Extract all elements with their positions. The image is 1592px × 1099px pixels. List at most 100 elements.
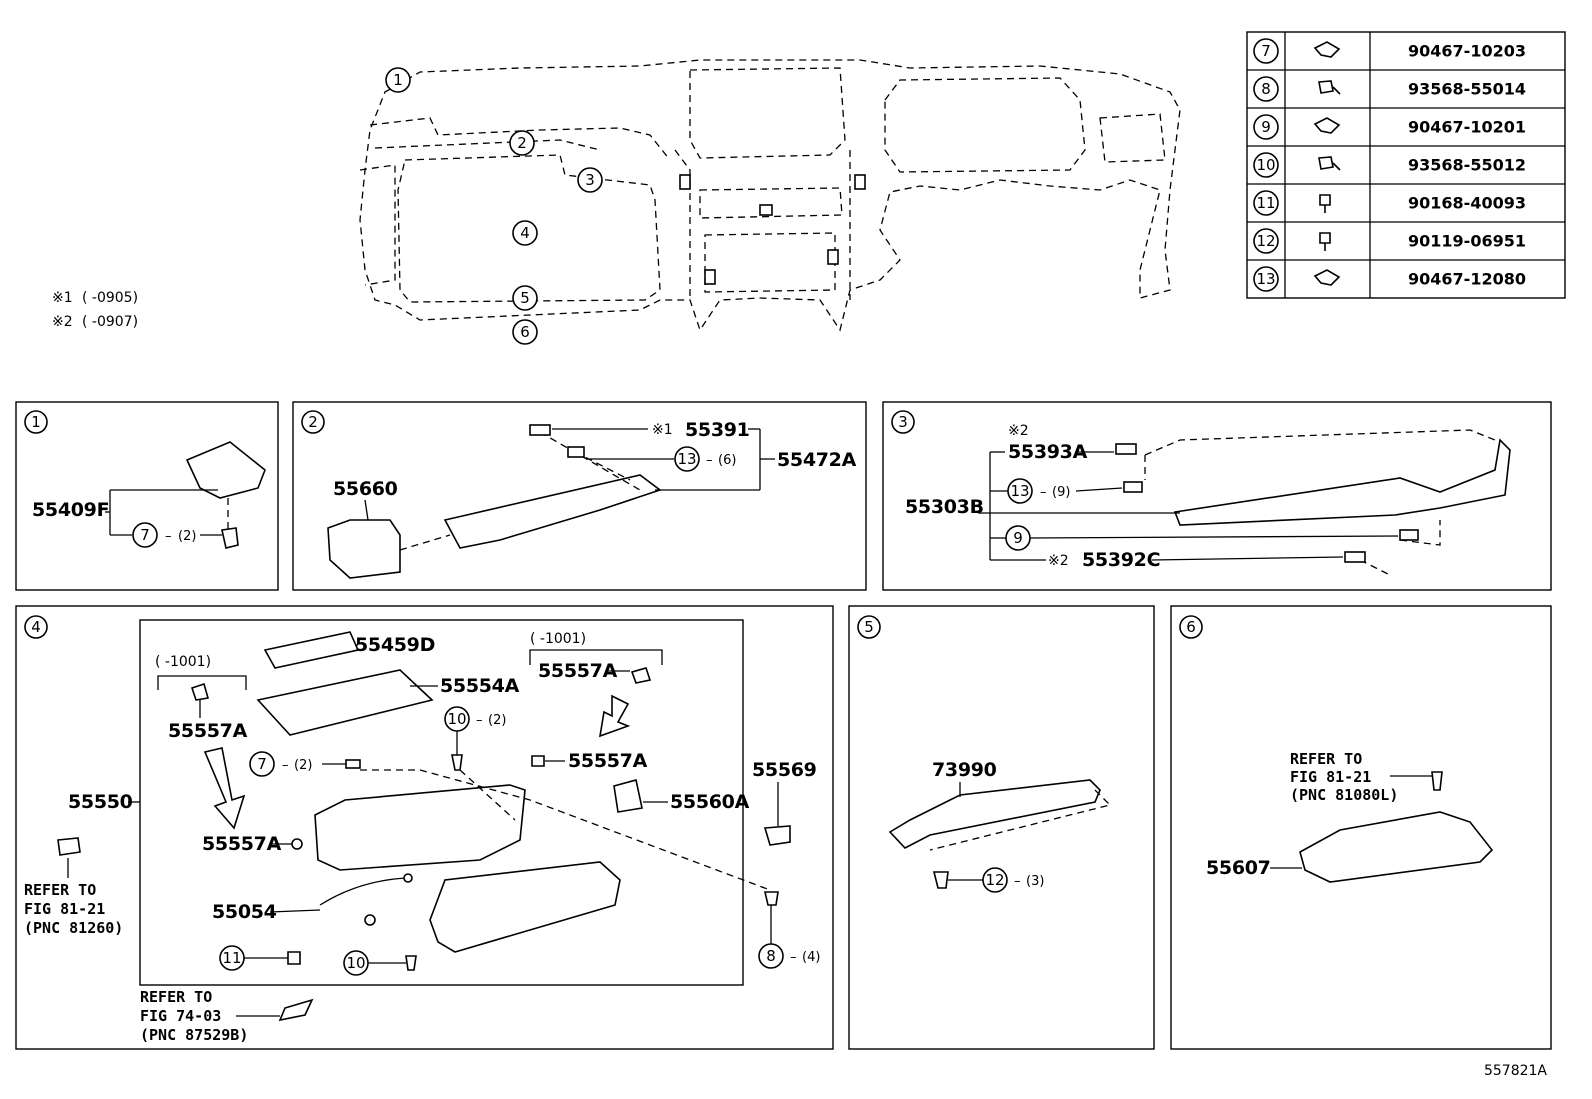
part-55607-label[interactable]: 55607 xyxy=(1206,857,1271,879)
callout-11[interactable]: 11 xyxy=(219,945,245,971)
svg-text:4: 4 xyxy=(520,224,530,242)
air-vent-illustration xyxy=(327,519,401,579)
switch-illustration xyxy=(613,779,643,813)
overview-callout-6[interactable]: 6 xyxy=(512,319,538,345)
panel-2: 2 55660 ※1 55391 13 – (6) 55472A xyxy=(292,401,867,591)
glove-box-housing-illustration xyxy=(314,784,526,871)
panel-3: 3 ※2 55393A 55303B 13 – (9) 9 ※2 553 xyxy=(882,401,1552,591)
part-55557a-label-2[interactable]: 55557A xyxy=(538,660,618,682)
hardware-table xyxy=(1246,31,1566,299)
part-55303b-label[interactable]: 55303B xyxy=(905,496,984,518)
callout-13-panel3[interactable]: 13 xyxy=(1007,478,1033,504)
svg-text:13: 13 xyxy=(1010,482,1029,500)
ref-number: 12 xyxy=(1256,232,1275,250)
svg-text:2: 2 xyxy=(517,134,527,152)
svg-text:(2): (2) xyxy=(178,529,196,544)
ref-callout xyxy=(1253,152,1279,178)
arrow-down-icon xyxy=(203,747,246,830)
overview-callout-1[interactable]: 1 xyxy=(385,67,411,93)
part-55660-label[interactable]: 55660 xyxy=(333,478,398,500)
part-55554a-label[interactable]: 55554A xyxy=(440,675,520,697)
svg-text:1: 1 xyxy=(393,71,403,89)
glove-box-cover-illustration xyxy=(185,441,266,499)
part-55054-label[interactable]: 55054 xyxy=(212,901,277,923)
damper-illustration xyxy=(319,877,409,906)
svg-text:REFER TO: REFER TO xyxy=(24,881,96,899)
svg-text:8: 8 xyxy=(766,947,776,965)
overview-callout-4[interactable]: 4 xyxy=(512,220,538,246)
part-number: 90467-12080 xyxy=(1408,270,1526,289)
svg-text:6: 6 xyxy=(520,323,530,341)
callout-12[interactable]: 12 xyxy=(982,867,1008,893)
hardware-row[interactable]: 9 90467-10201 xyxy=(1253,114,1526,140)
svg-text:10: 10 xyxy=(447,710,466,728)
svg-text:(9): (9) xyxy=(1052,485,1070,500)
ref-number: 7 xyxy=(1261,42,1271,60)
dashboard-overview-illustration xyxy=(359,59,1181,332)
callout-10-bottom[interactable]: 10 xyxy=(343,950,369,976)
part-number: 90467-10201 xyxy=(1408,118,1526,137)
clip-nut-icon xyxy=(1313,41,1341,58)
svg-text:7: 7 xyxy=(140,526,150,544)
svg-text:13: 13 xyxy=(677,450,696,468)
part-55393a-label[interactable]: 55393A xyxy=(1008,441,1088,463)
callout-10-top[interactable]: 10 xyxy=(444,706,470,732)
svg-text:–: – xyxy=(282,758,289,773)
note-1: ※1 ( -0905) xyxy=(52,290,138,306)
part-55569-label[interactable]: 55569 xyxy=(752,759,817,781)
callout-13-panel2[interactable]: 13 xyxy=(674,446,700,472)
overview-callout-5[interactable]: 5 xyxy=(512,285,538,311)
part-55391-label[interactable]: 55391 xyxy=(685,419,750,441)
callout-7-panel1[interactable]: 7 xyxy=(132,522,158,548)
svg-text:7: 7 xyxy=(257,755,267,773)
svg-text:※2: ※2 xyxy=(1008,423,1029,439)
panel-5: 5 73990 12 – (3) xyxy=(848,605,1155,1050)
svg-text:(PNC 81260): (PNC 81260) xyxy=(24,919,123,937)
svg-text:–: – xyxy=(790,950,797,965)
svg-text:REFER TO: REFER TO xyxy=(1290,750,1362,768)
ref-number: 8 xyxy=(1261,80,1271,98)
part-55472a-label[interactable]: 55472A xyxy=(777,449,857,471)
part-55557a-label-3[interactable]: 55557A xyxy=(568,750,648,772)
callout-8[interactable]: 8 xyxy=(758,943,784,969)
callout-9-panel3[interactable]: 9 xyxy=(1005,525,1031,551)
part-55550-label[interactable]: 55550 xyxy=(68,791,133,813)
panel-1: 1 55409F 7 – (2) xyxy=(15,401,279,591)
overview-callout-3[interactable]: 3 xyxy=(577,167,603,193)
ref-number: 9 xyxy=(1261,118,1271,136)
svg-text:(6): (6) xyxy=(718,453,736,468)
svg-text:–: – xyxy=(1014,874,1021,889)
svg-text:3: 3 xyxy=(898,413,908,431)
svg-text:FIG 81-21: FIG 81-21 xyxy=(1290,768,1371,786)
svg-text:–: – xyxy=(706,453,713,468)
overview-callout-2[interactable]: 2 xyxy=(509,130,535,156)
callout-7-panel4[interactable]: 7 xyxy=(249,751,275,777)
finish-panel-illustration xyxy=(1173,438,1511,526)
part-55392c-label[interactable]: 55392C xyxy=(1082,549,1161,571)
part-55557a-label-1[interactable]: 55557A xyxy=(168,720,248,742)
svg-text:–: – xyxy=(476,713,483,728)
bolt-icon xyxy=(1319,194,1331,213)
svg-text:(PNC 87529B): (PNC 87529B) xyxy=(140,1026,248,1044)
part-55557a-label-4[interactable]: 55557A xyxy=(202,833,282,855)
svg-text:6: 6 xyxy=(1186,618,1196,636)
part-73990-label[interactable]: 73990 xyxy=(932,759,997,781)
part-55409f-label[interactable]: 55409F xyxy=(32,499,110,521)
svg-text:5: 5 xyxy=(864,618,874,636)
note-2: ※2 ( -0907) xyxy=(52,314,138,330)
svg-text:※1: ※1 xyxy=(652,422,673,438)
part-55560a-label[interactable]: 55560A xyxy=(670,791,750,813)
svg-text:( -1001): ( -1001) xyxy=(155,654,211,670)
ref-number: 10 xyxy=(1256,156,1275,174)
part-55459d-label[interactable]: 55459D xyxy=(355,634,435,656)
glove-box-door-panel-illustration xyxy=(256,669,434,736)
bolt-icon xyxy=(1319,232,1331,251)
svg-text:REFER TO: REFER TO xyxy=(140,988,212,1006)
